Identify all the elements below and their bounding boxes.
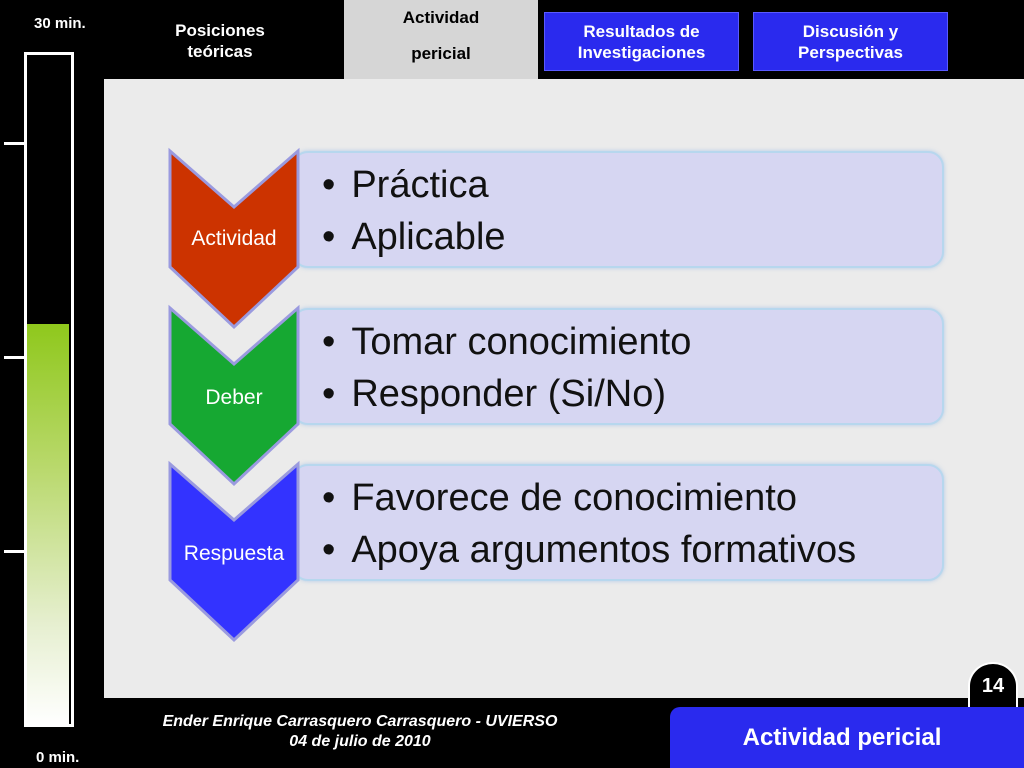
content-box-actividad: Práctica Aplicable (292, 151, 944, 268)
timer-tick (4, 142, 24, 145)
tab-label-line1: Actividad (402, 8, 480, 27)
bullet-item: Responder (Si/No) (322, 372, 666, 416)
tab-posiciones-teoricas[interactable]: Posiciones teóricas (150, 12, 290, 70)
bullet-item: Aplicable (322, 215, 505, 259)
timer-tick (4, 356, 24, 359)
content-box-respuesta: Favorece de conocimiento Apoya argumento… (292, 464, 944, 581)
bullet-item: Favorece de conocimiento (322, 476, 797, 520)
bullet-item: Apoya argumentos formativos (322, 528, 856, 572)
tab-resultados-investigaciones[interactable]: Resultados de Investigaciones (544, 12, 739, 71)
timer-tick (4, 550, 24, 553)
chevron-respuesta: Respuesta (166, 460, 302, 645)
timer-top-label: 30 min. (34, 15, 86, 32)
tab-label-line1: Resultados de (583, 21, 700, 41)
tab-label-line2: Investigaciones (577, 42, 706, 62)
timer-progress-fill (27, 324, 69, 725)
tab-label-line2: Perspectivas (798, 42, 903, 62)
section-badge[interactable]: Actividad pericial (670, 707, 1024, 768)
tab-label-line2: pericial (411, 44, 471, 63)
bullet-item: Tomar conocimiento (322, 320, 691, 364)
bullet-item: Práctica (322, 163, 488, 207)
chevron-shape (168, 460, 300, 643)
footer-date: 04 de julio de 2010 (289, 733, 431, 750)
chevron-shape (168, 147, 300, 330)
tab-discusion-perspectivas[interactable]: Discusión y Perspectivas (753, 12, 948, 71)
tab-label-line1: Discusión y (802, 21, 899, 41)
footer-author: Ender Enrique Carrasquero Carrasquero - … (162, 713, 558, 730)
chevron-shape (168, 304, 300, 487)
content-box-deber: Tomar conocimiento Responder (Si/No) (292, 308, 944, 425)
tab-label-line1: Posiciones (175, 21, 265, 40)
page-number-badge: 14 (968, 662, 1018, 710)
timer-bottom-label: 0 min. (36, 749, 80, 766)
tab-label-line2: teóricas (187, 42, 253, 61)
